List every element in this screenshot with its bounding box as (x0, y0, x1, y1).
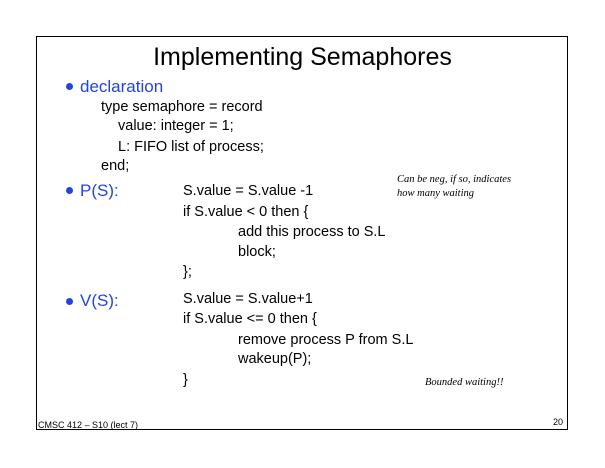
p-operation-line: if S.value < 0 then { (183, 204, 309, 220)
declaration-line: type semaphore = record (101, 99, 263, 115)
negative-value-note: how many waiting (397, 188, 475, 199)
v-operation-line: S.value = S.value+1 (183, 291, 313, 307)
p-operation-heading: P(S): (80, 181, 119, 200)
v-operation-line: remove process P from S.L (238, 332, 414, 348)
p-operation-line: block; (238, 244, 276, 260)
p-operation-line: add this process to S.L (238, 224, 386, 240)
bullet-declaration (66, 83, 73, 90)
slide-frame (36, 36, 568, 430)
p-operation-line: }; (183, 264, 192, 280)
page-number: 20 (553, 417, 564, 427)
declaration-line: L: FIFO list of process; (118, 139, 264, 155)
bullet-p-operation (66, 187, 73, 194)
course-footer: CMSC 412 – S10 (lect 7) (38, 420, 139, 430)
p-operation-line: S.value = S.value -1 (183, 183, 314, 199)
declaration-line: end; (101, 158, 130, 174)
negative-value-note: Can be neg, if so, indicates (397, 174, 512, 185)
declaration-heading: declaration (80, 77, 164, 96)
slide-title: Implementing Semaphores (153, 43, 452, 71)
v-operation-line: } (183, 372, 188, 388)
bounded-waiting-note: Bounded waiting!! (425, 377, 504, 388)
bullet-v-operation (66, 298, 73, 305)
v-operation-heading: V(S): (80, 291, 119, 310)
v-operation-line: wakeup(P); (238, 351, 312, 367)
declaration-line: value: integer = 1; (118, 118, 234, 134)
v-operation-line: if S.value <= 0 then { (183, 311, 317, 327)
